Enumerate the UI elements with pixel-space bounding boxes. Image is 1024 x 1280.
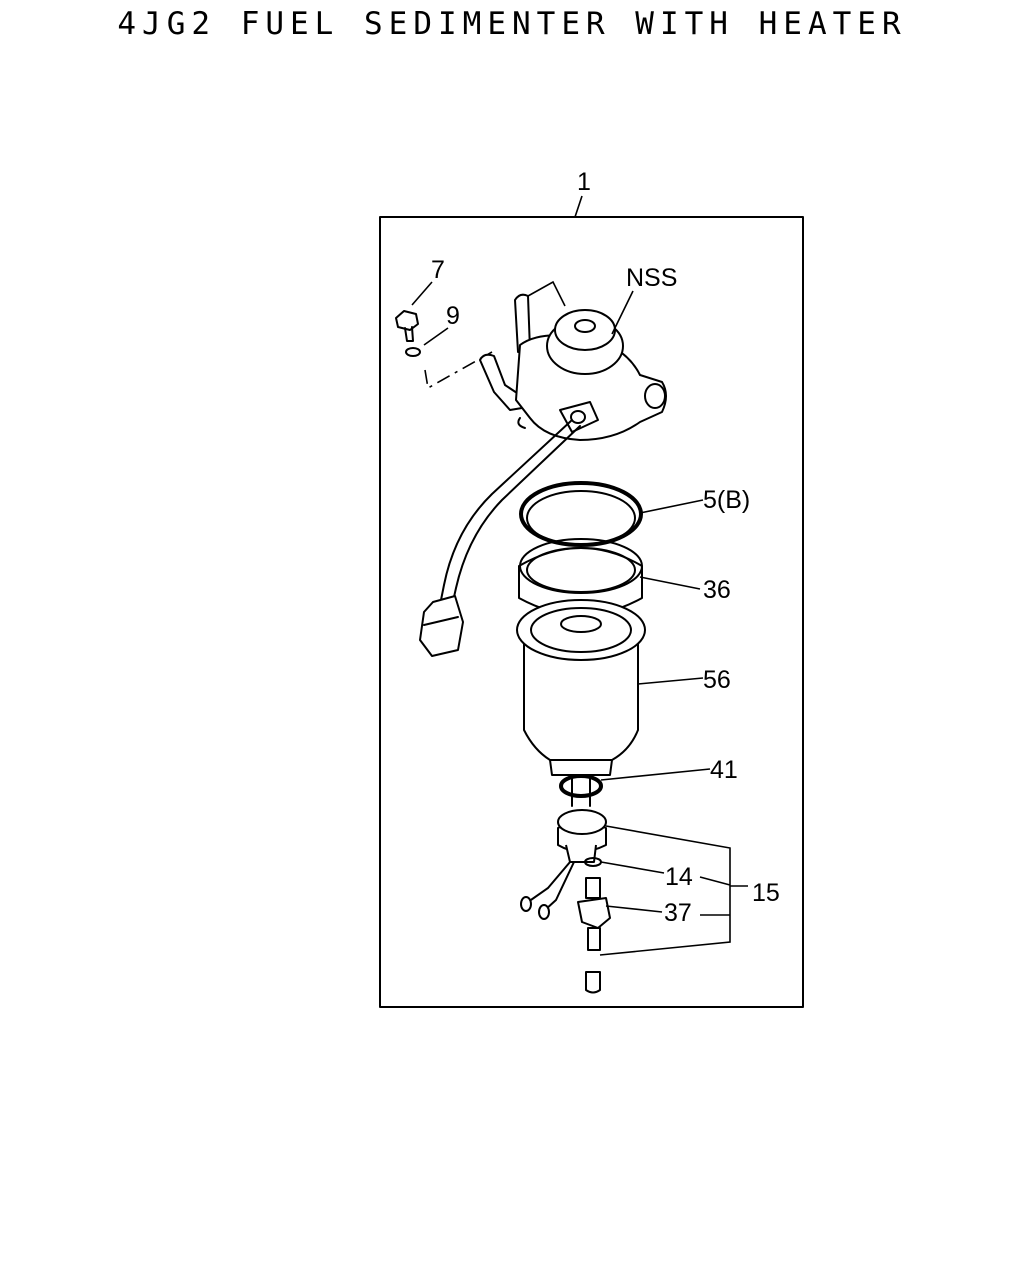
callout-washer: 9	[446, 302, 460, 330]
bolt-alignment-line	[424, 351, 493, 390]
drain-plug-part	[577, 877, 611, 994]
seal-ring-part	[559, 774, 603, 807]
leader-drain-plug	[605, 905, 663, 913]
leader-fitting	[527, 280, 566, 307]
sedimenter-head	[479, 293, 667, 441]
filter-element-part	[516, 599, 646, 776]
page-title: 4JG2 FUEL SEDIMENTER WITH HEATER	[117, 6, 907, 42]
bolt-part	[395, 310, 419, 342]
callout-bolt: 7	[431, 256, 445, 284]
ring-nut-part	[518, 538, 643, 616]
callout-seal-ring: 41	[710, 756, 738, 784]
callout-small-o-ring: 14	[665, 863, 693, 891]
callout-drain-plug: 37	[664, 899, 692, 927]
callout-o-ring: 5(B)	[703, 486, 751, 514]
heater-wire	[439, 419, 573, 606]
callout-assembly: 1	[577, 168, 591, 196]
callout-element: 56	[703, 666, 731, 694]
leader-washer	[423, 327, 449, 346]
leader-bolt	[411, 281, 433, 306]
washer-part	[405, 347, 421, 357]
bracket-sensor-assembly	[599, 825, 748, 956]
assembly-frame	[379, 216, 804, 1008]
callout-sensor-assembly: 15	[752, 879, 780, 907]
callout-nss: NSS	[626, 264, 678, 292]
leader-nss	[611, 290, 634, 335]
leader-o-ring	[639, 499, 704, 514]
leader-small-o-ring	[600, 861, 665, 874]
wire-connector	[419, 595, 464, 657]
callout-ring-nut: 36	[703, 576, 731, 604]
sensor-body-part	[520, 809, 607, 920]
leader-assembly	[574, 195, 583, 218]
o-ring-part	[519, 481, 643, 547]
leader-element	[637, 677, 704, 685]
leader-seal-ring	[600, 768, 711, 781]
leader-ring-nut	[639, 576, 701, 590]
